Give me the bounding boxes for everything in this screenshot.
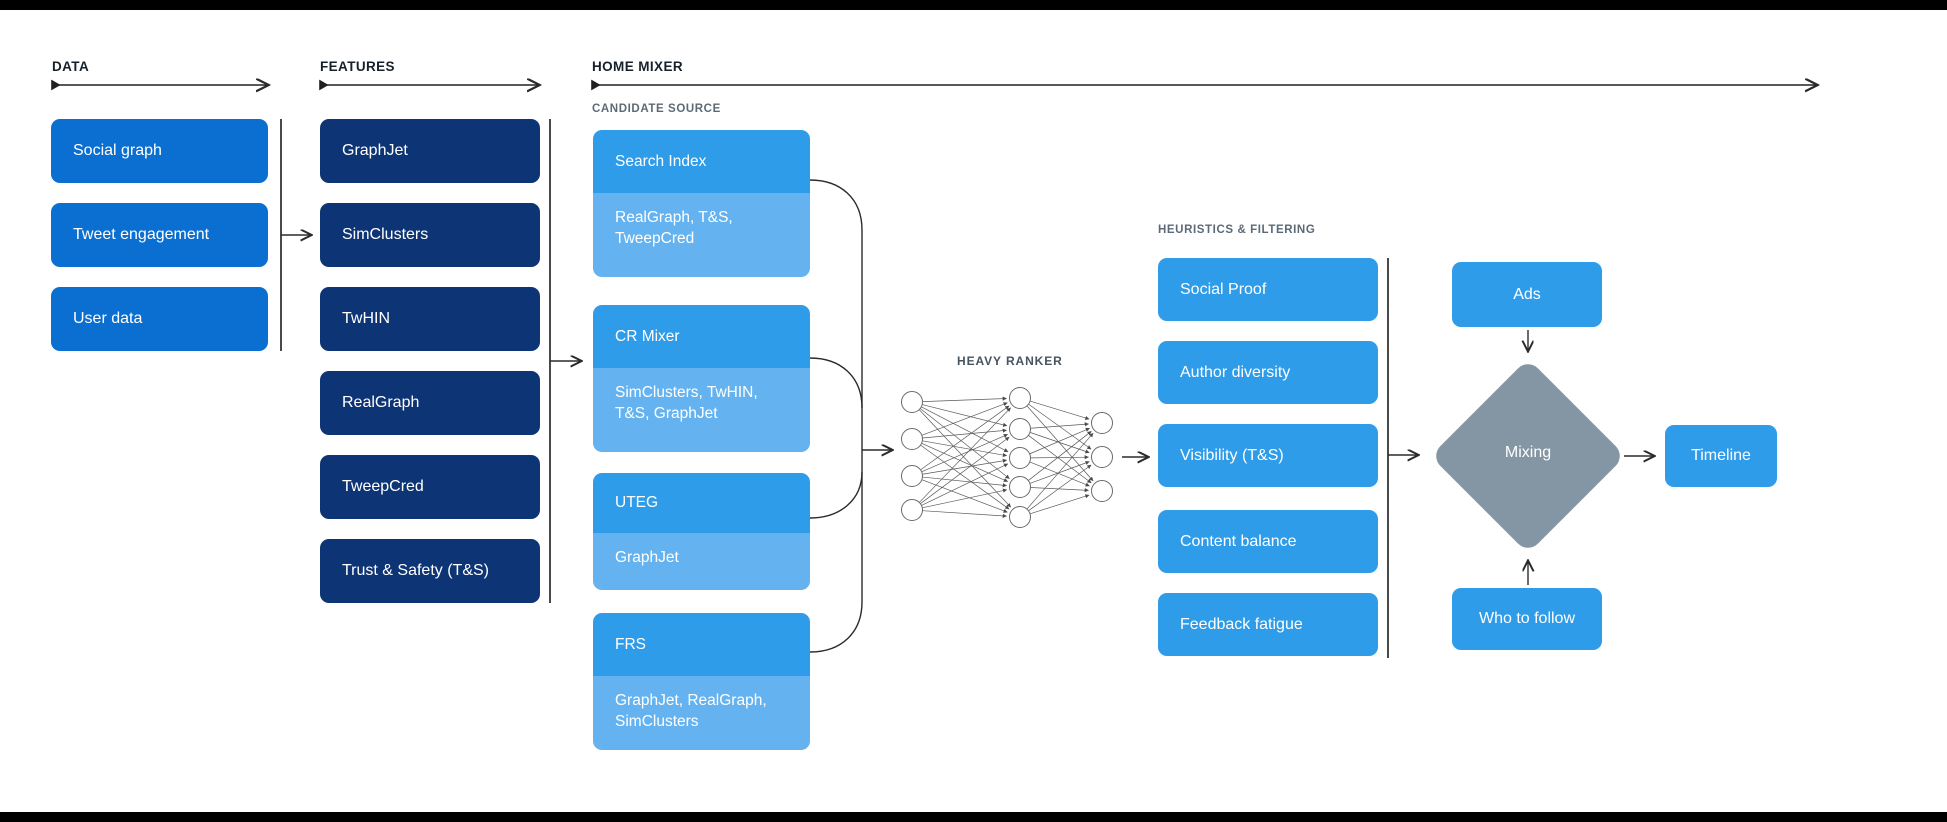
box-label: Content balance (1180, 532, 1297, 550)
box-label: GraphJet (342, 142, 408, 159)
candidate-title: Search Index (593, 130, 810, 193)
neural-network-illustration (901, 387, 1113, 528)
candidate-group-uteg: UTEG GraphJet (593, 473, 810, 590)
data-box-user-data: User data (51, 287, 268, 351)
box-label: Author diversity (1180, 363, 1291, 381)
data-box-social-graph: Social graph (51, 119, 268, 183)
candidate-title: UTEG (593, 473, 810, 533)
candidate-collector-lines (809, 179, 892, 653)
top-letterbox-bar (0, 0, 1947, 10)
heuristic-box-social-proof: Social Proof (1158, 258, 1378, 321)
box-label: Timeline (1691, 447, 1751, 464)
heuristic-box-visibility: Visibility (T&S) (1158, 424, 1378, 487)
subsection-title-candidate-source: CANDIDATE SOURCE (592, 103, 721, 115)
mixing-label: Mixing (1504, 444, 1552, 461)
box-label: SimClusters (342, 226, 429, 243)
flow-arrows (281, 235, 1654, 585)
feature-box-twhin: TwHIN (320, 287, 540, 351)
feature-box-tweepcred: TweepCred (320, 455, 540, 519)
candidate-group-search-index: Search Index RealGraph, T&S, TweepCred (593, 130, 810, 277)
box-label: Trust & Safety (T&S) (342, 562, 489, 579)
who-to-follow-box: Who to follow (1452, 588, 1602, 650)
candidate-features: SimClusters, TwHIN, T&S, GraphJet (593, 368, 810, 452)
box-label: Tweet engagement (73, 226, 210, 243)
feature-box-trust-safety: Trust & Safety (T&S) (320, 539, 540, 603)
feature-box-graphjet: GraphJet (320, 119, 540, 183)
box-label: CR Mixer (615, 327, 680, 345)
heuristic-box-content-balance: Content balance (1158, 510, 1378, 573)
ads-box: Ads (1452, 262, 1602, 327)
box-label: Ads (1513, 285, 1541, 303)
section-header-arrows (51, 81, 1817, 89)
candidate-features: GraphJet (593, 533, 810, 590)
section-title-features: FEATURES (320, 59, 395, 74)
candidate-features: GraphJet, RealGraph, SimClusters (593, 676, 810, 750)
candidate-title: FRS (593, 613, 810, 676)
box-label: UTEG (615, 494, 659, 511)
feature-box-simclusters: SimClusters (320, 203, 540, 267)
bottom-letterbox-bar (0, 812, 1947, 822)
section-title-home-mixer: HOME MIXER (592, 59, 684, 74)
box-label: User data (73, 310, 143, 327)
candidate-group-frs: FRS GraphJet, RealGraph, SimClusters (593, 613, 810, 750)
box-label: Social graph (73, 142, 162, 159)
box-label: TwHIN (342, 310, 390, 327)
data-box-tweet-engagement: Tweet engagement (51, 203, 268, 267)
heavy-ranker-label: HEAVY RANKER (957, 354, 1063, 368)
feature-box-realgraph: RealGraph (320, 371, 540, 435)
box-label: Feedback fatigue (1180, 615, 1303, 633)
box-label: Visibility (T&S) (1180, 446, 1284, 464)
box-label: FRS (615, 635, 646, 653)
box-label: RealGraph (342, 394, 420, 411)
candidate-group-cr-mixer: CR Mixer SimClusters, TwHIN, T&S, GraphJ… (593, 305, 810, 452)
box-label: Search Index (615, 152, 707, 170)
heuristic-box-feedback-fatigue: Feedback fatigue (1158, 593, 1378, 656)
candidate-title: CR Mixer (593, 305, 810, 368)
box-label: Social Proof (1180, 280, 1267, 298)
section-title-data: DATA (52, 59, 90, 74)
box-label: TweepCred (342, 478, 424, 495)
heuristic-box-author-diversity: Author diversity (1158, 341, 1378, 404)
box-label: Who to follow (1478, 610, 1576, 627)
subsection-title-heuristics: HEURISTICS & FILTERING (1158, 224, 1316, 236)
timeline-box: Timeline (1665, 425, 1777, 487)
candidate-features: RealGraph, T&S, TweepCred (593, 193, 810, 277)
